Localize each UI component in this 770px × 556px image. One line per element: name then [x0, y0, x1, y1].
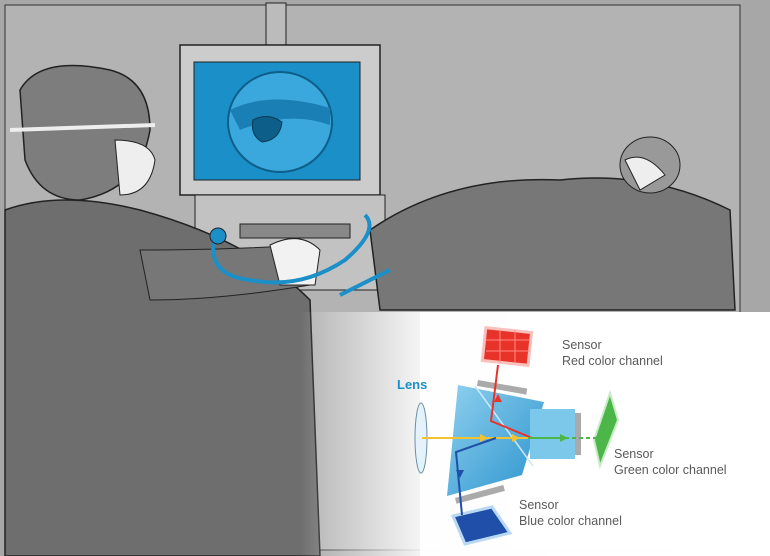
monitor	[179, 2, 386, 291]
blue-sensor-channel: Blue color channel	[519, 514, 622, 528]
optics-diagram	[414, 326, 620, 546]
blue-sensor-title: Sensor	[519, 498, 559, 512]
blue-sensor	[450, 505, 513, 546]
red-beam	[489, 364, 533, 439]
green-sensor-channel: Green color channel	[614, 463, 727, 477]
green-sensor	[592, 389, 620, 470]
red-sensor-label: Sensor Red color channel	[562, 337, 663, 369]
surgeon	[4, 64, 391, 556]
red-sensor-channel: Red color channel	[562, 354, 663, 368]
lens-label: Lens	[397, 377, 428, 392]
green-sensor-label: Sensor Green color channel	[614, 446, 727, 478]
red-sensor	[480, 326, 534, 367]
blue-sensor-label: Sensor Blue color channel	[519, 497, 622, 529]
blue-beam	[454, 437, 497, 516]
patient	[369, 136, 736, 311]
beam-splitter-prism	[447, 385, 544, 496]
green-prism	[530, 409, 575, 459]
green-sensor-title: Sensor	[614, 447, 654, 461]
red-sensor-title: Sensor	[562, 338, 602, 352]
